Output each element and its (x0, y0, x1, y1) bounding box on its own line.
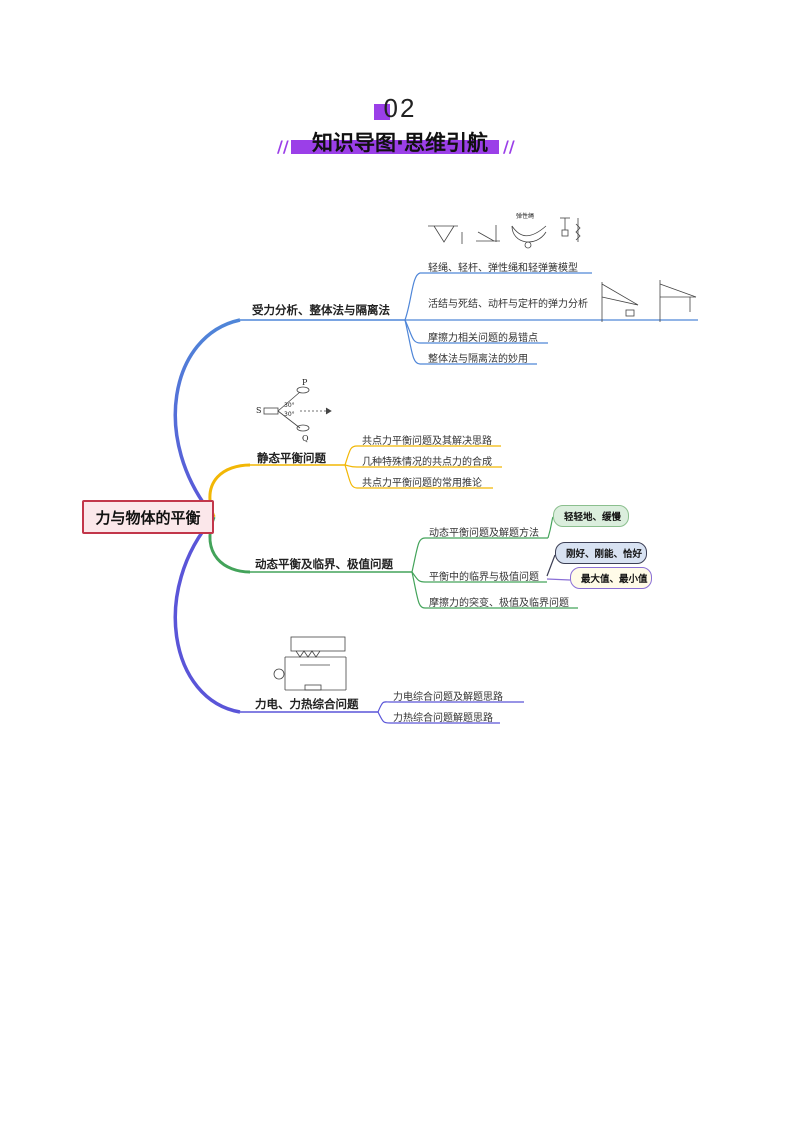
right-slash-decoration: // (503, 137, 515, 156)
section-number: 02 (383, 93, 417, 123)
connector-branch-2 (208, 463, 251, 518)
leaf-3-3: 摩擦力的突变、极值及临界问题 (429, 598, 569, 609)
branch-4-label: 力电、力热综合问题 (255, 697, 359, 711)
tag-keyword-just: 刚好、刚能、恰好 (555, 542, 647, 564)
branch-1-label: 受力分析、整体法与隔离法 (252, 303, 390, 317)
leaf-2-3: 共点力平衡问题的常用推论 (362, 478, 482, 489)
boat-vector-figure (263, 386, 332, 432)
tag-keyword-slowly: 轻轻地、缓慢 (553, 505, 629, 527)
leaf-3-1: 动态平衡问题及解题方法 (429, 528, 539, 539)
boat-angle-1: 30° (284, 402, 295, 409)
connector-branch-3 (208, 516, 251, 574)
leaf-1-1-line (404, 272, 592, 321)
leaf-4-2-line (377, 711, 500, 724)
leaf-3-1-line (411, 537, 548, 573)
leaf-4-1: 力电综合问题及解题思路 (393, 692, 503, 703)
branch-3-label: 动态平衡及临界、极值问题 (255, 557, 393, 571)
connector-branch-1 (173, 318, 241, 519)
knot-rod-figure (601, 280, 697, 322)
tag-keyword-extremum: 最大值、最小值 (570, 567, 652, 589)
leaf-1-3-line (404, 319, 548, 344)
leaf-2-1-line (344, 445, 501, 466)
root-node: 力与物体的平衡 (82, 500, 214, 534)
branch-2-label: 静态平衡问题 (257, 451, 326, 465)
leaf-1-2: 活结与死结、动杆与定杆的弹力分析 (428, 299, 588, 310)
leaf-1-1: 轻绳、轻杆、弹性绳和轻弹簧模型 (428, 263, 578, 274)
leaf-2-2-line (344, 464, 502, 468)
boat-label-p: P (302, 378, 308, 387)
leaf-1-4: 整体法与隔离法的妙用 (428, 354, 528, 365)
boat-angle-2: 30° (284, 411, 295, 418)
leaf-4-2: 力热综合问题解题思路 (393, 713, 493, 724)
rope-model-figure (428, 217, 581, 249)
connector-branch-4 (173, 515, 241, 714)
header-title-highlight (291, 140, 499, 154)
tag-3-line (546, 578, 571, 581)
leaf-3-2: 平衡中的临界与极值问题 (429, 572, 539, 583)
section-title: 知识导图·思维引航 (312, 131, 488, 155)
leaf-2-1: 共点力平衡问题及其解决思路 (362, 436, 492, 447)
leaf-4-1-line (377, 701, 524, 713)
boat-label-s: S (256, 406, 262, 415)
leaf-1-4-line (404, 319, 537, 365)
header-accent-block (374, 104, 390, 120)
leaf-3-3-line (411, 571, 578, 609)
leaf-2-2: 几种特殊情况的共点力的合成 (362, 457, 492, 468)
leaf-3-2-line (411, 571, 547, 583)
left-slash-decoration: // (277, 137, 289, 156)
leaf-1-3: 摩擦力相关问题的易错点 (428, 333, 538, 344)
circuit-device-figure (273, 636, 347, 691)
spring-device-label: 弹性绳 (516, 213, 535, 220)
tag-1-line (547, 516, 554, 539)
tag-2-line (546, 554, 556, 577)
leaf-2-3-line (344, 464, 493, 489)
boat-label-q: Q (302, 434, 309, 443)
